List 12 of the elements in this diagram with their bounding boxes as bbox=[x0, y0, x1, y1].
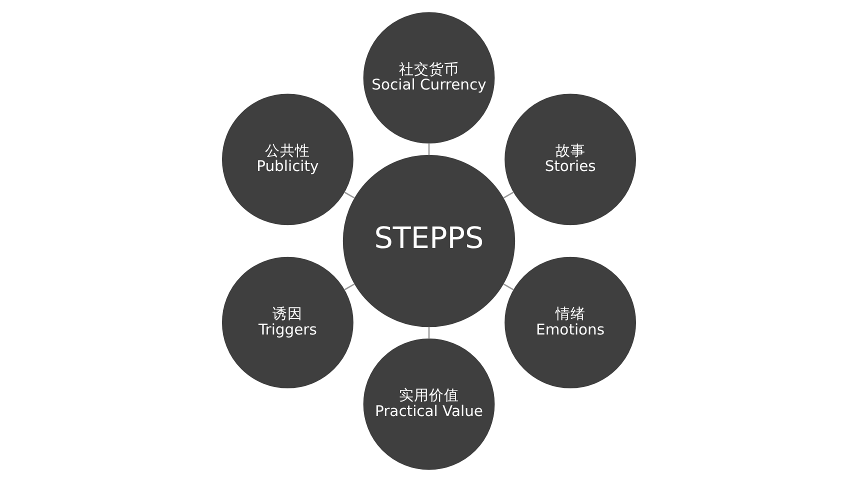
node-circle: 故事 Stories bbox=[504, 94, 636, 226]
node-circle: 社交货币 Social Currency bbox=[362, 12, 494, 144]
connector bbox=[343, 192, 354, 199]
node-circle: 情绪 Emotions bbox=[504, 256, 636, 388]
connector bbox=[502, 283, 514, 290]
connector bbox=[502, 192, 514, 199]
node-circle: 诱因 Triggers bbox=[221, 256, 353, 388]
node-circle: 实用价值 Practical Value bbox=[362, 338, 494, 470]
node-circle: 公共性 Publicity bbox=[221, 94, 353, 226]
connector bbox=[428, 143, 430, 156]
connector bbox=[343, 283, 354, 290]
connector bbox=[428, 326, 430, 339]
